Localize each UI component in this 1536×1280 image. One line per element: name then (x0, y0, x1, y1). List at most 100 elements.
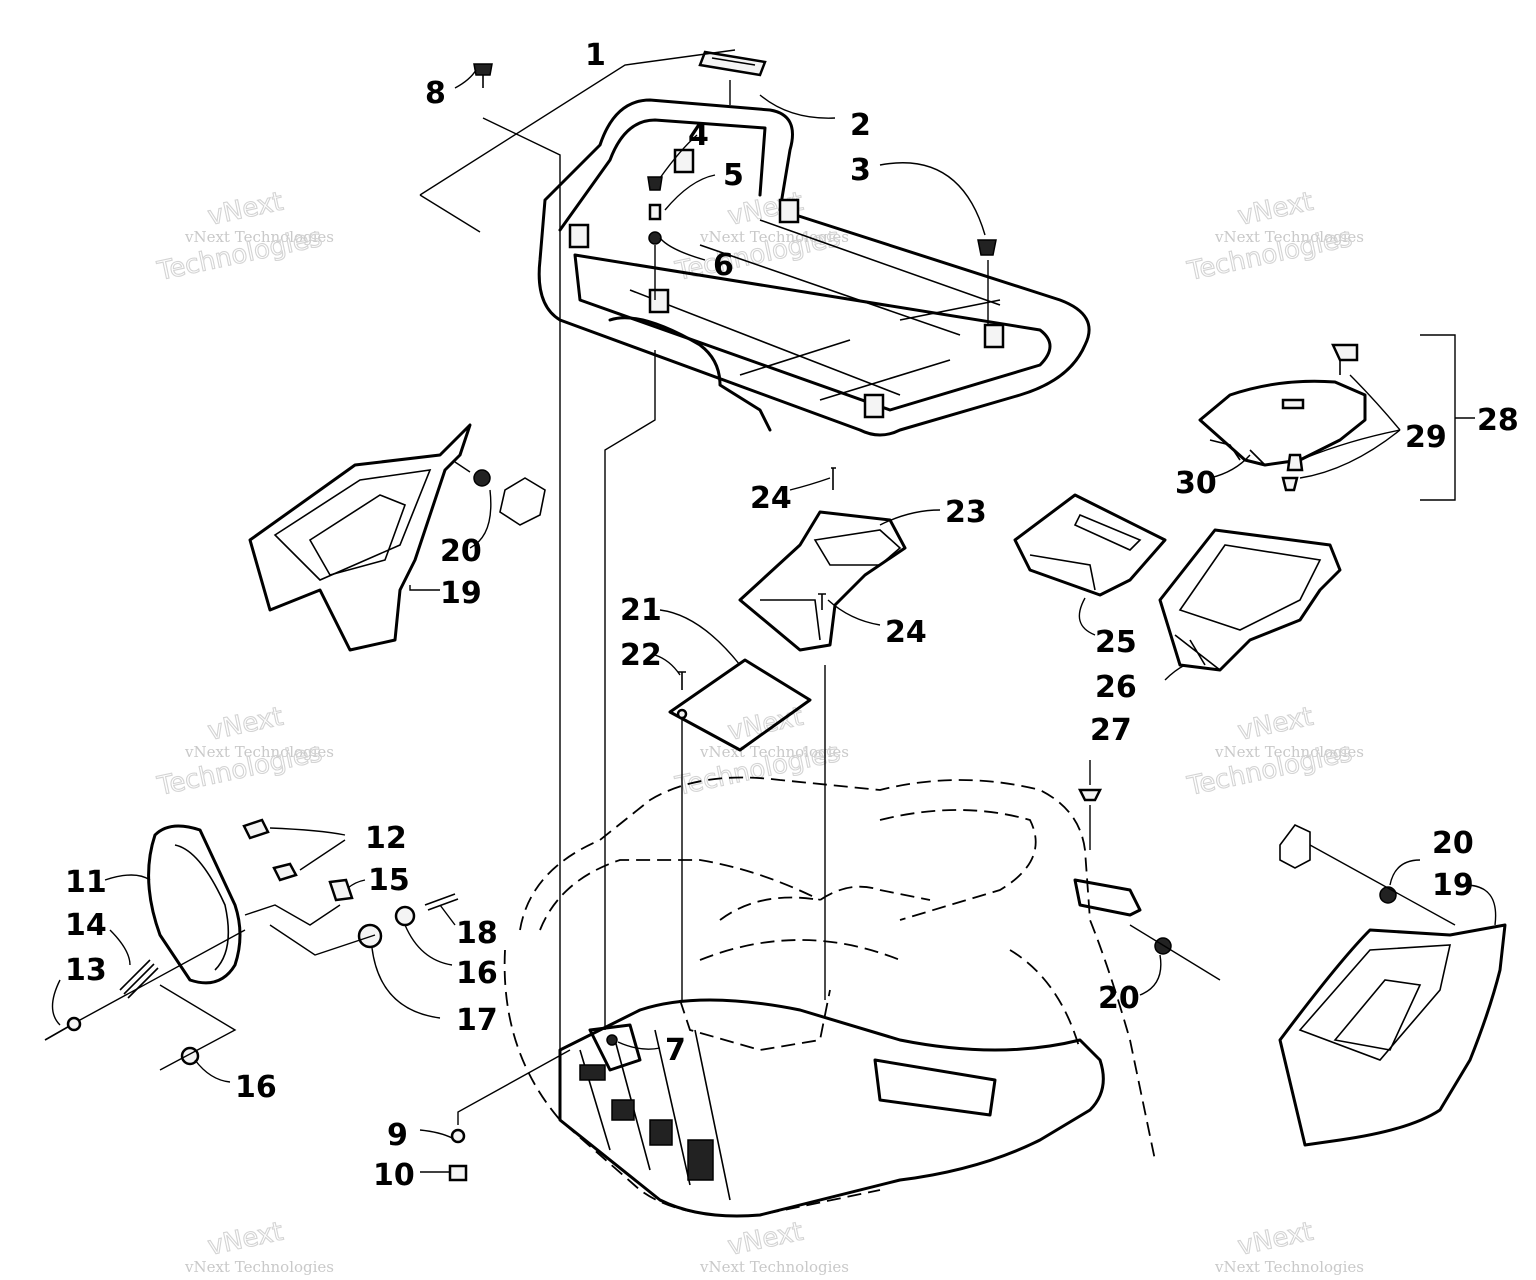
svg-text:vNext Technologies: vNext Technologies (184, 228, 334, 246)
rack-mount-bracket (648, 288, 670, 314)
callout-5: 5 (723, 158, 744, 193)
svg-text:vNext: vNext (1235, 702, 1316, 747)
grille-mesh (579, 1064, 606, 1081)
watermark-bottom-left: vNext vNext Technologies (184, 1216, 334, 1276)
bushing-15 (328, 878, 354, 902)
callout-20-left: 20 (440, 534, 482, 569)
front-body-lower (558, 878, 1142, 1218)
svg-text:vNext: vNext (725, 702, 806, 747)
watermark-mid-right: vNext vNext Technologies Technologies (1184, 701, 1364, 802)
rack-mount-bracket (778, 198, 800, 224)
access-cover (668, 658, 812, 752)
callout-16-upper: 16 (456, 956, 498, 991)
callout-26: 26 (1095, 670, 1137, 705)
latch-29 (1331, 343, 1359, 362)
grille-mesh (611, 1099, 635, 1121)
callout-27: 27 (1090, 713, 1132, 748)
front-rack (537, 98, 1091, 437)
svg-text:vNext: vNext (205, 1217, 286, 1262)
callout-23: 23 (945, 495, 987, 530)
grommet-20-left (473, 469, 491, 487)
callout-22: 22 (620, 638, 662, 673)
callout-10: 10 (373, 1158, 415, 1193)
storage-tray-lid (1013, 493, 1167, 597)
watermark-mid-left: vNext vNext Technologies Technologies (154, 701, 334, 802)
headlight-assembly (44, 818, 459, 1066)
svg-text:vNext: vNext (1235, 187, 1316, 232)
bolt-12-upper (242, 818, 270, 840)
screw-8 (473, 63, 493, 76)
screw-24-lower (818, 593, 826, 610)
callout-14: 14 (65, 908, 107, 943)
rack-mount-bracket (983, 323, 1005, 349)
watermark-mid-center: vNext vNext Technologies Technologies (672, 701, 849, 802)
callout-3: 3 (850, 153, 871, 188)
hex-nut-right (1279, 824, 1311, 869)
svg-text:vNext Technologies: vNext Technologies (1214, 228, 1364, 246)
cover-hole (676, 708, 688, 720)
svg-text:vNext: vNext (725, 1217, 806, 1262)
svg-text:vNext Technologies: vNext Technologies (184, 1258, 334, 1276)
svg-text:vNext Technologies: vNext Technologies (1214, 1258, 1364, 1276)
svg-text:vNext Technologies: vNext Technologies (184, 743, 334, 761)
screw-22 (678, 671, 686, 690)
callout-19-right: 19 (1432, 868, 1474, 903)
callout-13: 13 (65, 953, 107, 988)
spacer-5 (648, 203, 662, 221)
callout-30: 30 (1175, 466, 1217, 501)
callout-24-upper: 24 (750, 481, 792, 516)
callout-24-lower: 24 (885, 615, 927, 650)
svg-text:vNext Technologies: vNext Technologies (1214, 743, 1364, 761)
svg-text:vNext: vNext (205, 702, 286, 747)
rack-mount-bracket (673, 148, 695, 174)
hex-nut-left (499, 477, 546, 526)
rack-fasteners (473, 63, 997, 256)
watermark-bottom-right: vNext vNext Technologies (1214, 1216, 1364, 1276)
callout-18: 18 (456, 916, 498, 951)
callout-8: 8 (425, 76, 446, 111)
latch-pin-29 (1286, 453, 1304, 472)
callout-15: 15 (368, 863, 410, 898)
spring-14 (119, 959, 159, 999)
screw-24-upper (831, 467, 836, 490)
headlight-opening (873, 1058, 997, 1117)
latch-slot (1281, 398, 1305, 410)
callout-21: 21 (620, 593, 662, 628)
callout-9: 9 (387, 1118, 408, 1153)
callout-25: 25 (1095, 625, 1137, 660)
callout-20-body: 20 (1098, 981, 1140, 1016)
rack-mount-bracket (863, 393, 885, 419)
bolt-12-lower (272, 862, 298, 882)
upper-cover (738, 467, 907, 652)
callout-4: 4 (688, 118, 709, 153)
watermarks: vNext vNext Technologies Technologies vN… (154, 186, 1364, 1276)
push-rivet-27 (1077, 788, 1103, 802)
svg-text:vNext Technologies: vNext Technologies (699, 1258, 849, 1276)
grommet-20-right (1379, 886, 1397, 904)
callout-16-lower: 16 (235, 1070, 277, 1105)
rack-decal (698, 50, 767, 77)
bolt-4 (647, 176, 663, 191)
callout-12: 12 (365, 821, 407, 856)
callout-20-right: 20 (1432, 826, 1474, 861)
grille-mesh (649, 1119, 673, 1146)
side-panel-right (1278, 923, 1507, 1147)
storage-tray-box (1158, 528, 1342, 672)
rack-mount-plate (588, 1023, 642, 1072)
watermark-top-left: vNext vNext Technologies Technologies (154, 186, 334, 287)
nut-6 (648, 231, 662, 245)
callout-29: 29 (1405, 420, 1447, 455)
washer-9 (450, 1128, 466, 1144)
adjuster-13-head (66, 1016, 82, 1032)
front-body-panel (503, 776, 1156, 1217)
svg-text:vNext: vNext (205, 187, 286, 232)
svg-text:vNext Technologies: vNext Technologies (699, 228, 849, 246)
leader-lines (51, 49, 1497, 1173)
nut-10 (448, 1164, 468, 1182)
callout-labels: 1 2 3 4 5 6 7 8 9 10 11 12 13 14 15 16 1… (65, 38, 1519, 1193)
storage-lid-assembly (1198, 343, 1367, 492)
watermark-top-right: vNext vNext Technologies Technologies (1184, 186, 1364, 287)
callout-2: 2 (850, 108, 871, 143)
callout-1: 1 (585, 38, 606, 73)
